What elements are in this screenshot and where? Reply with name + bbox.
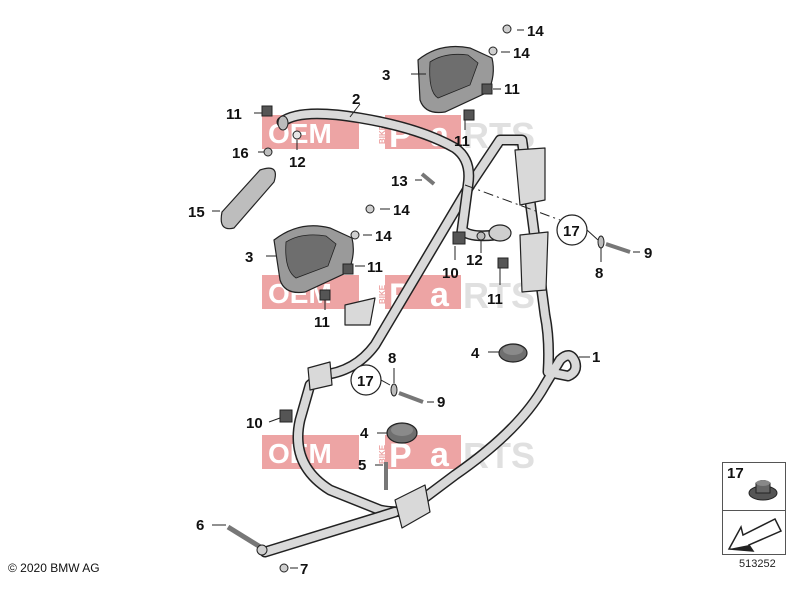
rubber-buffer-lower [386, 422, 418, 444]
callout-11-e: 11 [314, 314, 330, 331]
callout-11-a: 11 [226, 106, 242, 123]
svg-text:BIKE: BIKE [378, 124, 387, 144]
callout-11-f: 11 [487, 291, 503, 308]
svg-text:BIKE: BIKE [378, 284, 387, 304]
callout-6: 6 [196, 517, 204, 534]
callout-5: 5 [358, 457, 366, 474]
callout-12-a: 12 [289, 154, 306, 171]
callout-15: 15 [188, 204, 205, 221]
svg-text:a: a [430, 276, 450, 314]
svg-text:a: a [430, 436, 450, 474]
callout-14-d: 14 [375, 228, 392, 245]
leader-lines [212, 29, 640, 569]
callout-3-lower: 3 [245, 249, 253, 266]
callout-4-lower: 4 [360, 425, 369, 442]
diagram-id: 513252 [739, 558, 776, 570]
callout-1: 1 [592, 349, 600, 366]
callout-7: 7 [300, 561, 308, 578]
callout-labels: 1 2 3 3 4 4 5 6 7 8 8 9 9 10 10 11 11 11… [188, 23, 652, 578]
legend-number: 17 [727, 465, 744, 482]
copyright-text: © 2020 BMW AG [8, 561, 100, 575]
callout-14-b: 14 [513, 45, 530, 62]
callout-17-upper-ring [556, 214, 588, 246]
callout-3-upper: 3 [382, 67, 390, 84]
callout-9-upper: 9 [644, 245, 652, 262]
cover-panel-upper [417, 45, 494, 114]
legend-divider [723, 510, 785, 511]
legend-box: 17 [722, 462, 786, 555]
callout-4-upper: 4 [471, 345, 480, 362]
cover-panel-lower [273, 225, 354, 294]
frame-tube [259, 134, 582, 558]
callout-17-upper: 17 [563, 223, 580, 240]
callout-16: 16 [232, 145, 249, 162]
reflector [220, 167, 276, 230]
callout-2: 2 [352, 91, 360, 108]
callout-10-lower: 10 [246, 415, 263, 432]
callout-14-a: 14 [527, 23, 544, 40]
fasteners [226, 24, 631, 573]
direction-arrow-icon [727, 517, 783, 552]
rubber-buffer-upper [498, 343, 528, 363]
grommet-icon [748, 480, 778, 501]
callout-11-b: 11 [504, 81, 520, 98]
callout-17-lower: 17 [357, 373, 374, 390]
callout-9-lower: 9 [437, 394, 445, 411]
callout-13: 13 [391, 173, 408, 190]
callout-12-b: 12 [466, 252, 483, 269]
callout-8-upper: 8 [595, 265, 603, 282]
svg-text:P: P [389, 437, 412, 475]
callout-11-d: 11 [367, 259, 383, 276]
callout-8-lower: 8 [388, 350, 396, 367]
callout-14-c: 14 [393, 202, 410, 219]
callout-11-c: 11 [454, 133, 470, 150]
callout-10-upper: 10 [442, 265, 459, 282]
svg-text:BIKE: BIKE [378, 444, 387, 464]
callout-17-lower-ring [350, 364, 382, 396]
